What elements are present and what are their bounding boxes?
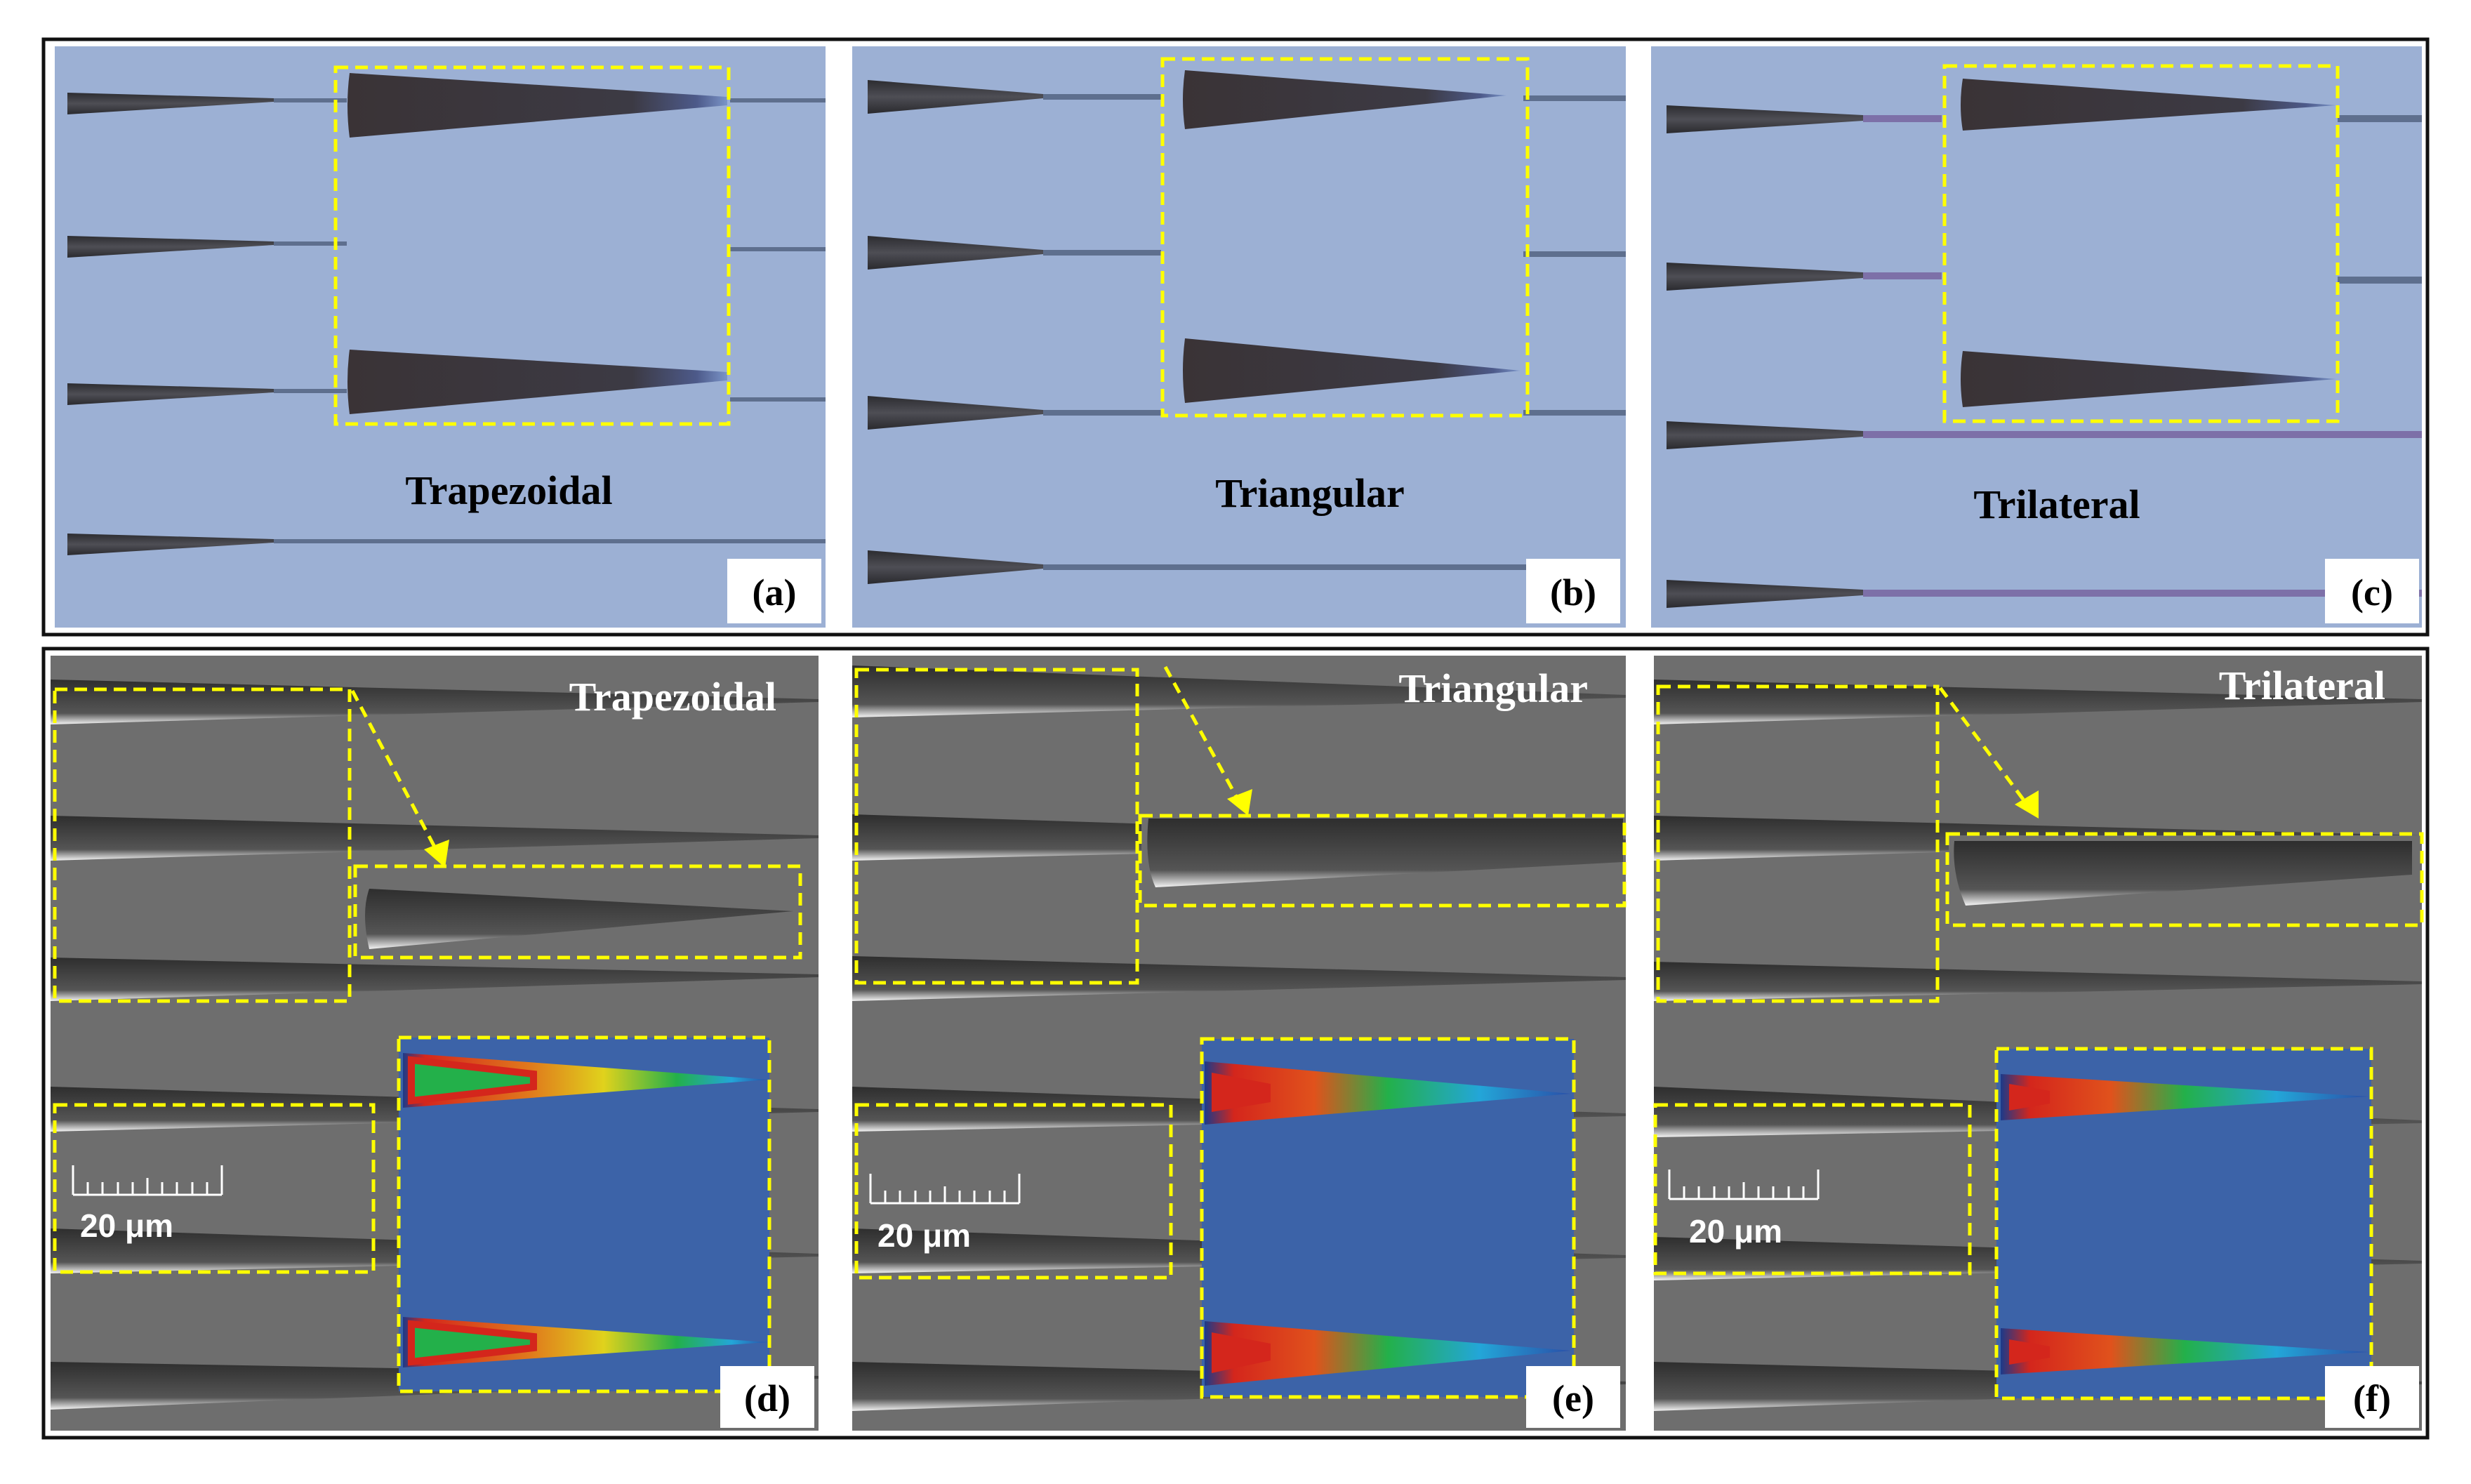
panel-f: 20 μm Trilateral (f) xyxy=(1653,656,2424,1431)
panel-f-label: (f) xyxy=(2353,1377,2391,1419)
panel-b-title: Triangular xyxy=(1215,470,1405,516)
panel-c-highlight-box xyxy=(1942,64,2340,423)
panel-f-title: Trilateral xyxy=(2219,663,2385,708)
panel-f-source-box xyxy=(1656,684,1940,1003)
panel-f-heatmap xyxy=(1996,1049,2371,1398)
panel-f-scale-region xyxy=(1653,1103,1972,1276)
panel-e-label: (e) xyxy=(1552,1377,1594,1419)
panel-e-zoom-box xyxy=(1138,814,1627,908)
panel-d-scale-label: 20 μm xyxy=(80,1207,173,1244)
panel-d-heatmap xyxy=(399,1038,769,1391)
panel-e-source-box xyxy=(854,668,1139,985)
panel-d-zoom-arrowhead xyxy=(424,840,449,868)
panel-c-label: (c) xyxy=(2351,571,2393,614)
panel-d-label: (d) xyxy=(744,1377,790,1419)
panel-a-title: Trapezoidal xyxy=(405,468,612,513)
panel-f-zoom-tip xyxy=(1949,835,2420,924)
panel-b-large-tips xyxy=(1183,70,1521,403)
panel-f-zoom-box xyxy=(1945,832,2424,927)
panel-d-zoom-arrow xyxy=(350,689,439,852)
panel-f-label-box xyxy=(2325,1366,2419,1428)
panel-b-label-box xyxy=(1526,559,1620,623)
panel-a-label: (a) xyxy=(753,571,797,614)
panel-c-small-tips xyxy=(1667,105,2422,608)
panel-e-scale-label: 20 μm xyxy=(877,1217,971,1254)
panel-e-label-box xyxy=(1526,1366,1620,1428)
panel-e-scale-region xyxy=(854,1103,1173,1280)
panel-e-scale-bar xyxy=(869,1174,1021,1205)
panel-a: Trapezoidal (a) xyxy=(55,46,826,628)
panel-d: 20 μm Trapezoidal (d) xyxy=(51,656,819,1431)
panel-d-label-box xyxy=(720,1366,814,1428)
panel-c-background xyxy=(1651,46,2422,628)
panel-d-scale-region xyxy=(53,1103,376,1274)
panel-e-heatmap xyxy=(1202,1039,1574,1397)
panel-e-zoom-tip xyxy=(1141,817,1623,906)
panel-a-background xyxy=(55,46,826,628)
panel-d-zoom-box xyxy=(353,864,802,960)
panel-a-small-tips xyxy=(67,93,826,555)
panel-e-zoom-arrowhead xyxy=(1227,789,1252,816)
panel-f-scale-label: 20 μm xyxy=(1689,1213,1782,1250)
panel-e-heatmap-box xyxy=(1200,1037,1576,1399)
panel-b-background xyxy=(852,46,1626,628)
panel-c-label-box xyxy=(2325,559,2419,623)
panel-c: Trilateral (c) xyxy=(1651,46,2422,628)
panel-f-zoom-arrow xyxy=(1938,687,2028,804)
panel-e-title: Triangular xyxy=(1398,665,1588,711)
panel-a-label-box xyxy=(727,559,821,623)
panel-b-label: (b) xyxy=(1550,571,1596,614)
panel-f-zoom-arrowhead xyxy=(2015,790,2039,819)
panel-b-small-tips xyxy=(868,80,1626,584)
panel-d-heatmap-box xyxy=(397,1035,771,1393)
panel-f-heatmap-box xyxy=(1994,1047,2373,1400)
panel-f-scale-bar xyxy=(1668,1170,1820,1200)
panel-d-zoom-tip xyxy=(357,868,799,959)
panel-a-highlight-box xyxy=(333,65,731,426)
panel-d-source-box xyxy=(53,687,352,1003)
panel-a-large-tips xyxy=(347,73,727,414)
panel-b-highlight-box xyxy=(1160,57,1530,418)
panel-d-scale-bar xyxy=(72,1165,223,1196)
panel-d-title: Trapezoidal xyxy=(569,674,776,720)
panel-c-title: Trilateral xyxy=(1973,482,2140,527)
panel-c-large-tips xyxy=(1961,79,2336,407)
panel-e-zoom-arrow xyxy=(1163,665,1240,802)
panel-b: Triangular (b) xyxy=(852,46,1626,628)
panel-e: 20 μm Triangular (e) xyxy=(852,656,1627,1431)
